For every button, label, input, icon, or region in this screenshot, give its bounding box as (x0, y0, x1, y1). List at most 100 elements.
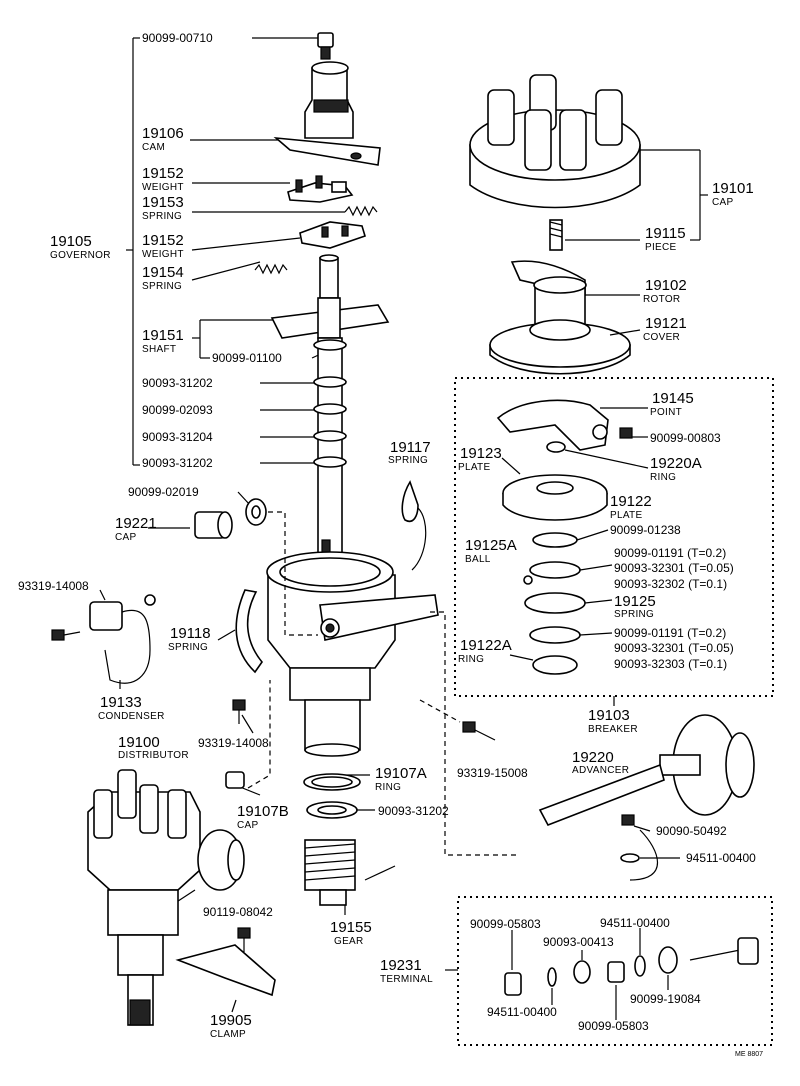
label-piece: PIECE (645, 242, 677, 253)
label-point: POINT (650, 407, 682, 418)
label-spring-19117: SPRING (388, 455, 428, 466)
label-90093-31202-b: 90093-31202 (142, 456, 213, 470)
label-90099-01238: 90099-01238 (610, 523, 681, 537)
label-19145: 19145 (652, 390, 694, 407)
label-cap-19221: CAP (115, 532, 136, 543)
screw-90099-00803 (619, 427, 633, 439)
label-19123: 19123 (460, 445, 502, 462)
label-19152-lower: 19152 (142, 232, 184, 249)
label-19151: 19151 (142, 327, 184, 344)
label-cam: CAM (142, 142, 165, 153)
label-90099-01100: 90099-01100 (212, 351, 282, 365)
label-90099-05803-b: 90099-05803 (578, 1019, 649, 1033)
label-90093-00413: 90093-00413 (543, 935, 614, 949)
screw-93319-14008-left (51, 629, 81, 641)
spring-19117 (401, 480, 427, 571)
footer-code: ME 8807 (735, 1051, 763, 1058)
label-19220A: 19220A (650, 455, 702, 472)
advancer-19220 (538, 714, 755, 881)
label-90099-02019: 90099-02019 (128, 485, 199, 499)
shaft-washers (313, 339, 347, 468)
label-19122A: 19122A (460, 637, 512, 654)
label-19103: 19103 (588, 707, 630, 724)
cam-19106 (273, 61, 381, 166)
assembly-dash-lines (247, 511, 520, 856)
label-distributor: DISTRIBUTOR (118, 750, 189, 761)
label-90099-02093: 90099-02093 (142, 403, 213, 417)
terminal-leaders (511, 928, 669, 1020)
label-90093-32303: 90093-32303 (T=0.1) (614, 657, 727, 671)
terminal-box (445, 896, 773, 1046)
label-ball: BALL (465, 554, 491, 565)
label-93319-14008-a: 93319-14008 (18, 579, 89, 593)
label-90093-32301-a: 90093-32301 (T=0.05) (614, 561, 734, 575)
leader-lines-left (99, 37, 375, 1013)
label-governor: GOVERNOR (50, 250, 111, 261)
label-19153: 19153 (142, 194, 184, 211)
cap-bracket (565, 149, 708, 336)
breaker-washers (523, 532, 586, 675)
rotor-19102 (510, 260, 587, 326)
screw-93319-15008 (462, 721, 496, 741)
label-19155: 19155 (330, 919, 372, 936)
label-90093-32301-b: 90093-32301 (T=0.05) (614, 641, 734, 655)
label-19121: 19121 (645, 315, 687, 332)
spring-19153 (344, 205, 378, 217)
label-shaft: SHAFT (142, 344, 176, 355)
label-19154: 19154 (142, 264, 184, 281)
label-weight-upper: WEIGHT (142, 182, 184, 193)
label-19106: 19106 (142, 125, 184, 142)
shaft-19151 (270, 254, 390, 586)
label-93319-14008-b: 93319-14008 (198, 736, 269, 750)
label-19125A: 19125A (465, 537, 517, 554)
screw-93319-14008-lower (232, 699, 246, 724)
plate-19123-19122 (502, 474, 608, 521)
label-19905: 19905 (210, 1012, 252, 1029)
label-90093-31202-a: 90093-31202 (142, 376, 213, 390)
label-spring-19153: SPRING (142, 211, 182, 222)
label-ring-19107A: RING (375, 782, 401, 793)
gear-19155 (304, 839, 396, 906)
ring-19107A (303, 773, 361, 791)
label-19100: 19100 (118, 734, 160, 751)
label-19125: 19125 (614, 593, 656, 610)
label-19220: 19220 (572, 749, 614, 766)
label-clamp: CLAMP (210, 1029, 246, 1040)
label-90099-05803-a: 90099-05803 (470, 917, 541, 931)
label-90099-01191-b: 90099-01191 (T=0.2) (614, 626, 726, 640)
label-plate-19122: PLATE (610, 510, 642, 521)
label-90099-00803: 90099-00803 (650, 431, 721, 445)
cap-19107B (225, 771, 245, 789)
label-19101: 19101 (712, 180, 754, 197)
weight-19152-lower (299, 221, 366, 249)
label-90090-50492: 90090-50492 (656, 824, 727, 838)
label-93319-15008: 93319-15008 (457, 766, 528, 780)
ring-19220A (546, 441, 566, 453)
label-19102: 19102 (645, 277, 687, 294)
label-rotor: ROTOR (643, 294, 680, 305)
label-condenser: CONDENSER (98, 711, 165, 722)
washer-90093-31202 (306, 801, 358, 819)
label-90099-00710: 90099-00710 (142, 31, 213, 45)
label-94511-00400-a: 94511-00400 (686, 851, 756, 865)
label-19115: 19115 (645, 225, 686, 242)
weight-19152-upper (287, 175, 354, 203)
label-breaker: BREAKER (588, 724, 638, 735)
label-cover: COVER (643, 332, 680, 343)
label-advancer: ADVANCER (572, 765, 629, 776)
label-19117: 19117 (390, 439, 431, 456)
governor-bracket (126, 37, 140, 466)
label-19118: 19118 (170, 625, 211, 642)
cap-19101 (469, 74, 641, 209)
label-90099-01191-a: 90099-01191 (T=0.2) (614, 546, 726, 560)
label-19122: 19122 (610, 493, 652, 510)
label-19152-upper: 19152 (142, 165, 184, 182)
breaker-leaders (501, 407, 649, 706)
distributor-housing (266, 551, 439, 757)
label-94511-00400-c: 94511-00400 (600, 916, 670, 930)
label-ring-19122A: RING (458, 654, 484, 665)
spring-19154 (254, 263, 288, 275)
label-weight-lower: WEIGHT (142, 249, 184, 260)
label-terminal: TERMINAL (380, 974, 433, 985)
